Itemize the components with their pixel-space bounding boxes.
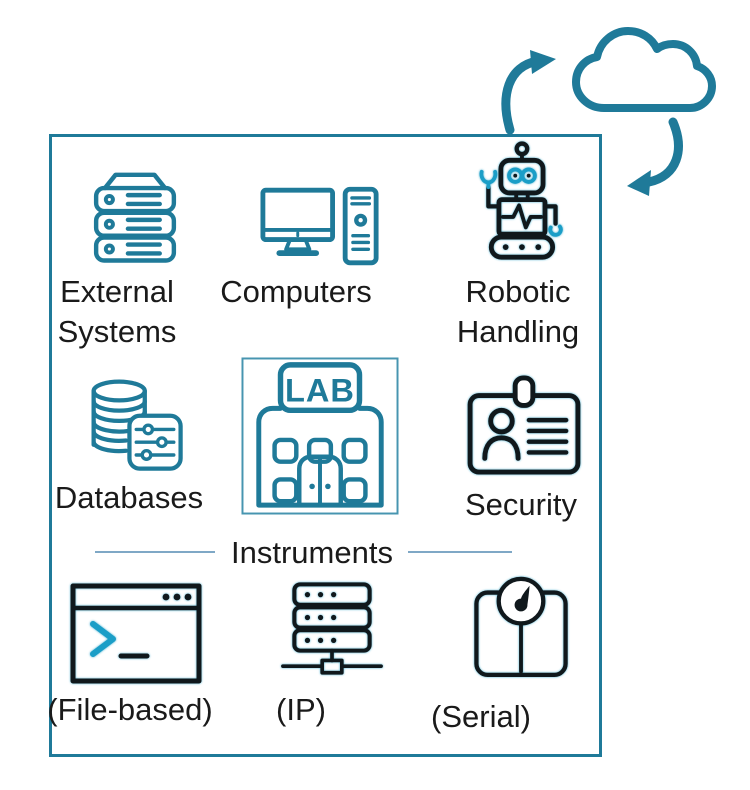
robot-icon: [479, 141, 563, 260]
terminal-window-icon: [70, 583, 202, 684]
robotic-handling-label: Robotic Handling: [456, 274, 580, 349]
serial-label: (Serial): [431, 699, 531, 734]
computers-label: Computers: [220, 274, 372, 309]
server-stack-icon: [93, 172, 177, 263]
system-boundary-box: [49, 134, 602, 757]
network-server-icon: [281, 582, 383, 675]
lab-sign-text: LAB: [285, 372, 355, 408]
cloud-icon: [572, 27, 716, 112]
instruments-label: Instruments: [231, 535, 393, 570]
file-based-label: (File-based): [47, 692, 213, 727]
lab-building-icon: LAB: [241, 357, 399, 515]
id-badge-icon: [467, 375, 581, 475]
weighing-scale-icon: [474, 576, 568, 677]
curved-arrow-down-icon: [627, 117, 683, 196]
divider-line-right: [408, 551, 512, 553]
external-systems-label: External Systems: [57, 274, 177, 349]
databases-label: Databases: [54, 480, 204, 515]
database-settings-icon: [91, 379, 183, 471]
curved-arrow-up-icon: [501, 50, 556, 135]
desktop-computer-icon: [260, 186, 379, 266]
divider-line-left: [95, 551, 215, 553]
ip-label: (IP): [276, 692, 326, 727]
security-label: Security: [465, 487, 577, 522]
